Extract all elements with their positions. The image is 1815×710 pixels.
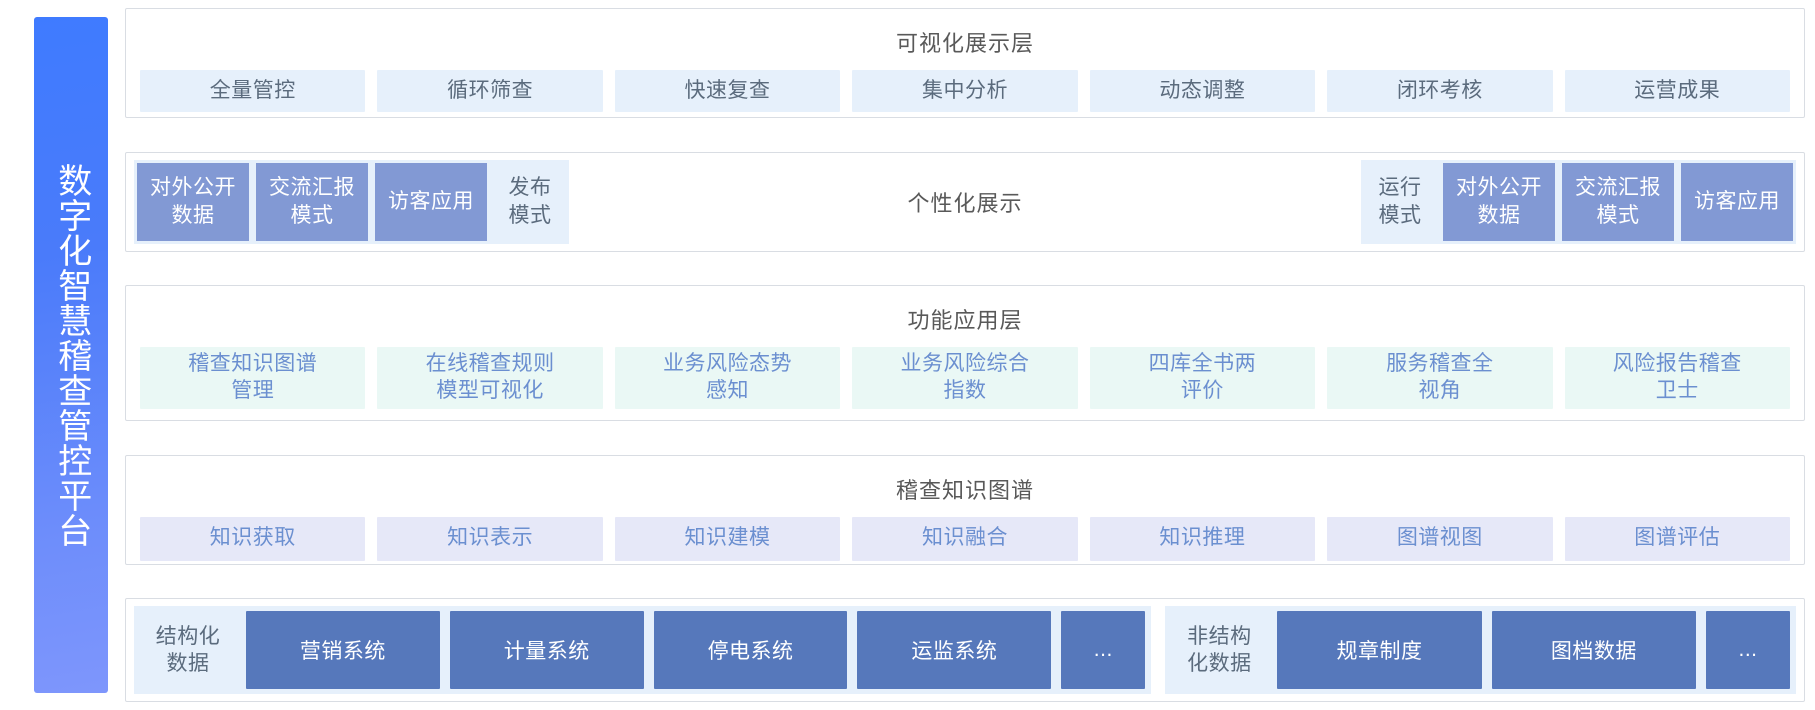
personalized-right-item-4[interactable]: 访客应用	[1681, 162, 1793, 241]
data-source-chip-1-3[interactable]: 停电系统	[653, 611, 848, 689]
data-source-group-label-1: 结构化数据	[155, 624, 221, 675]
visualization-chip-6[interactable]: 闭环考核	[1327, 70, 1553, 112]
data-source-chip-2-1[interactable]: 规章制度	[1277, 611, 1482, 689]
visualization-chip-2[interactable]: 循环筛查	[377, 70, 603, 112]
knowledge-graph-chip-5[interactable]: 知识推理	[1089, 516, 1316, 561]
personalized-center-label: 个性化展示	[907, 190, 1023, 216]
visualization-chip-7[interactable]: 运营成果	[1564, 70, 1790, 112]
knowledge-graph-chip-1[interactable]: 知识获取	[140, 516, 366, 561]
visualization-layer-panel: 可视化展示层 全量管控循环筛查快速复查集中分析动态调整闭环考核运营成果	[125, 8, 1805, 118]
personalized-right-item-3[interactable]: 交流汇报模式	[1562, 162, 1674, 241]
functional-layer-title: 功能应用层	[907, 308, 1023, 333]
personalized-left-group: 对外公开数据交流汇报模式访客应用发布模式	[134, 159, 569, 244]
data-source-chip-1-5[interactable]: ...	[1061, 611, 1146, 689]
knowledge-graph-chip-row: 知识获取知识表示知识建模知识融合知识推理图谱视图图谱评估	[126, 516, 1804, 561]
data-source-chip-1-4[interactable]: 运监系统	[857, 611, 1052, 689]
knowledge-graph-panel: 稽查知识图谱 知识获取知识表示知识建模知识融合知识推理图谱视图图谱评估	[125, 454, 1805, 565]
personalized-right-group: 运行模式对外公开数据交流汇报模式访客应用	[1361, 159, 1796, 244]
functional-chip-5[interactable]: 四库全书两评价	[1089, 347, 1316, 409]
personalized-right-item-1[interactable]: 运行模式	[1378, 176, 1422, 227]
data-source-chip-2-2[interactable]: 图档数据	[1491, 611, 1697, 689]
functional-chip-2[interactable]: 在线稽查规则模型可视化	[377, 347, 603, 409]
visualization-chip-3[interactable]: 快速复查	[614, 70, 841, 112]
data-source-chip-2-3[interactable]: ...	[1706, 611, 1791, 689]
data-source-group-1: 结构化数据营销系统计量系统停电系统运监系统...	[134, 606, 1152, 694]
personalized-display-panel: 对外公开数据交流汇报模式访客应用发布模式 个性化展示 运行模式对外公开数据交流汇…	[125, 151, 1805, 252]
knowledge-graph-chip-4[interactable]: 知识融合	[852, 516, 1078, 561]
layer-stack: 可视化展示层 全量管控循环筛查快速复查集中分析动态调整闭环考核运营成果 对外公开…	[125, 8, 1805, 702]
visualization-chip-row: 全量管控循环筛查快速复查集中分析动态调整闭环考核运营成果	[126, 70, 1804, 112]
functional-layer-panel: 功能应用层 稽查知识图谱管理在线稽查规则模型可视化业务风险态势感知业务风险综合指…	[125, 285, 1805, 421]
visualization-chip-1[interactable]: 全量管控	[140, 70, 366, 112]
knowledge-graph-chip-7[interactable]: 图谱评估	[1564, 516, 1790, 561]
data-source-group-2: 非结构化数据规章制度图档数据...	[1165, 606, 1796, 694]
personalized-left-item-1[interactable]: 对外公开数据	[137, 162, 249, 241]
functional-chip-6[interactable]: 服务稽查全视角	[1327, 347, 1553, 409]
knowledge-graph-chip-2[interactable]: 知识表示	[377, 516, 603, 561]
knowledge-graph-chip-3[interactable]: 知识建模	[614, 516, 841, 561]
visualization-chip-4[interactable]: 集中分析	[852, 70, 1078, 112]
functional-chip-7[interactable]: 风险报告稽查卫士	[1564, 347, 1790, 409]
visualization-layer-title: 可视化展示层	[895, 31, 1034, 56]
personalized-left-item-3[interactable]: 访客应用	[375, 162, 487, 241]
personalized-center-label-wrap: 个性化展示	[569, 159, 1361, 244]
functional-chip-4[interactable]: 业务风险综合指数	[852, 347, 1078, 409]
personalized-left-item-2[interactable]: 交流汇报模式	[256, 162, 368, 241]
visualization-chip-5[interactable]: 动态调整	[1089, 70, 1316, 112]
personalized-left-item-4[interactable]: 发布模式	[508, 176, 552, 227]
functional-chip-3[interactable]: 业务风险态势感知	[614, 347, 841, 409]
data-source-chip-1-1[interactable]: 营销系统	[246, 611, 440, 689]
data-source-chip-1-2[interactable]: 计量系统	[449, 611, 644, 689]
functional-chip-1[interactable]: 稽查知识图谱管理	[140, 347, 366, 409]
knowledge-graph-chip-6[interactable]: 图谱视图	[1327, 516, 1553, 561]
platform-title: 数字化智慧稽查管控平台	[52, 162, 91, 548]
data-source-group-label-2: 非结构化数据	[1187, 624, 1252, 675]
knowledge-graph-title: 稽查知识图谱	[895, 477, 1034, 503]
platform-sidebar: 数字化智慧稽查管控平台	[34, 17, 108, 693]
personalized-right-item-2[interactable]: 对外公开数据	[1443, 162, 1555, 241]
functional-chip-row: 稽查知识图谱管理在线稽查规则模型可视化业务风险态势感知业务风险综合指数四库全书两…	[126, 347, 1804, 409]
data-source-panel: 结构化数据营销系统计量系统停电系统运监系统...非结构化数据规章制度图档数据..…	[125, 598, 1805, 702]
